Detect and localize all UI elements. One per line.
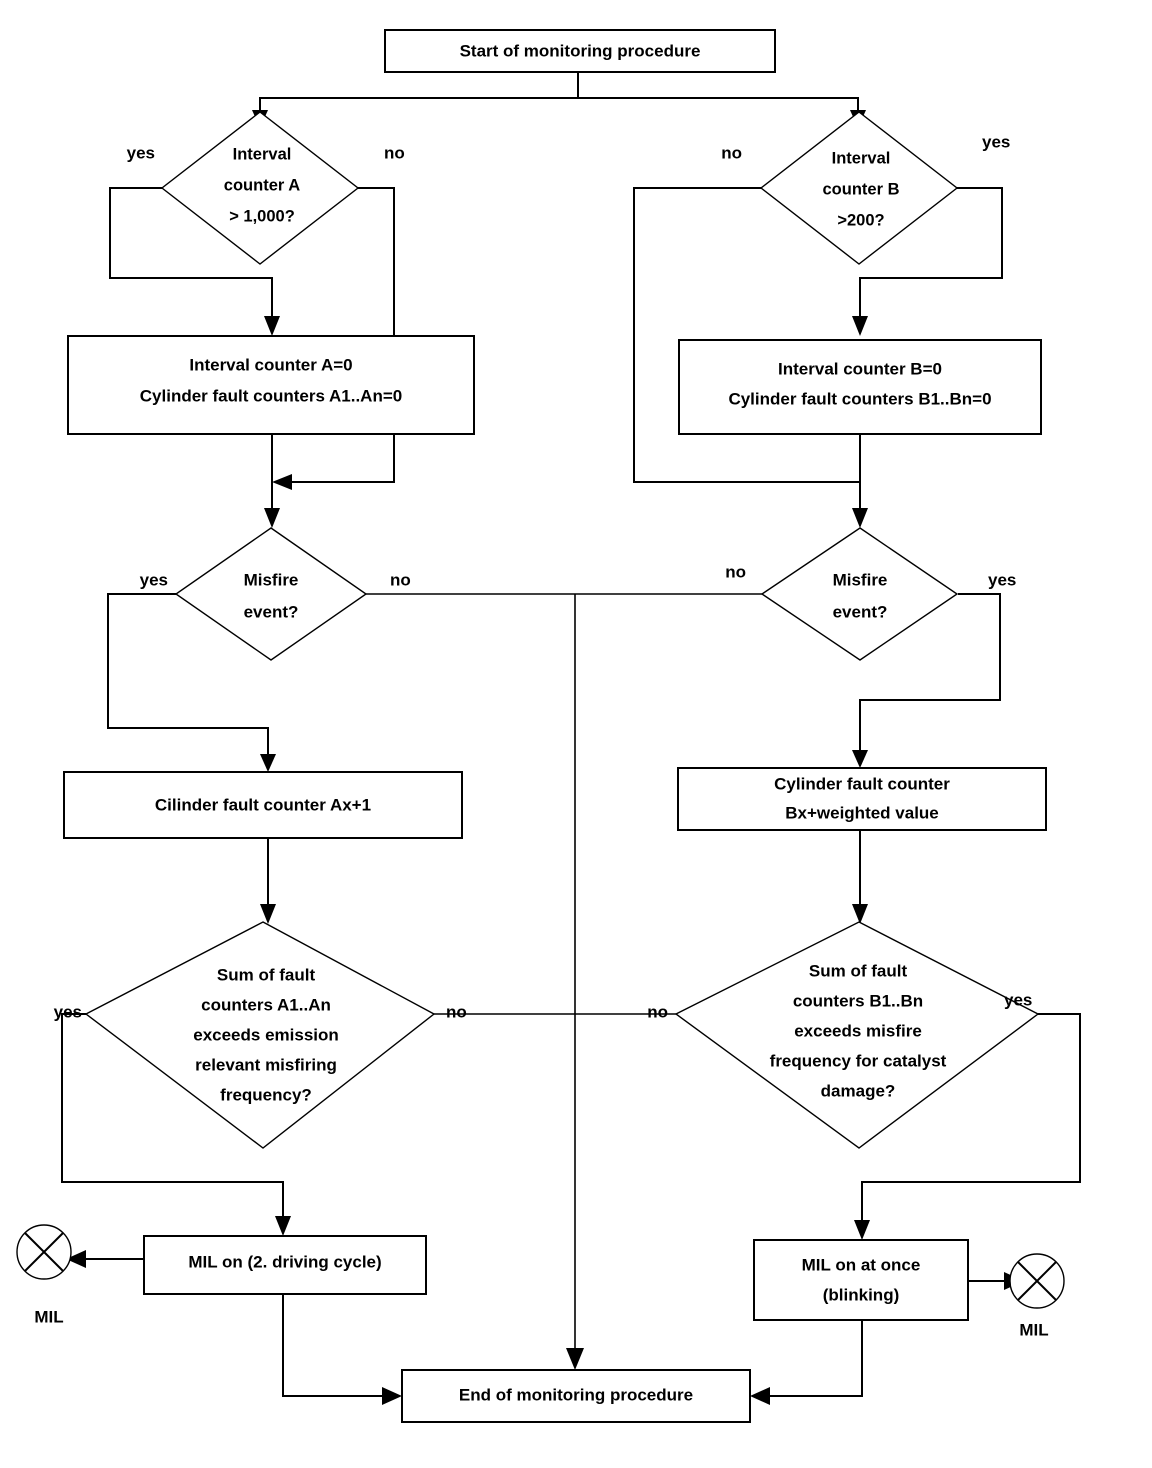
node-misfire-a-line2: event? bbox=[244, 602, 299, 621]
arrowhead-misfire-b bbox=[852, 508, 868, 528]
node-start[interactable]: Start of monitoring procedure bbox=[384, 29, 776, 73]
edge-misfire-b-yes bbox=[859, 593, 1001, 752]
node-interval-a-line3: > 1,000? bbox=[229, 207, 295, 225]
node-mil-on-at-once[interactable]: MIL on at once (blinking) bbox=[753, 1239, 969, 1321]
node-sum-a-line4: relevant misfiring bbox=[195, 1055, 337, 1074]
node-reset-b-line2: Cylinder fault counters B1..Bn=0 bbox=[728, 389, 991, 408]
node-sum-b-line5: damage? bbox=[821, 1081, 896, 1100]
edge-label-misfire-b-no: no bbox=[725, 562, 746, 581]
node-sum-fault-counters-b[interactable]: Sum of fault counters B1..Bn exceeds mis… bbox=[674, 921, 1040, 1149]
mil-lamp-left-icon bbox=[16, 1224, 72, 1280]
arrowhead-counter-b bbox=[852, 750, 868, 768]
arrowhead-mil-a bbox=[275, 1216, 291, 1236]
edge-interval-a-yes bbox=[109, 187, 273, 318]
edge-label-interval-b-no: no bbox=[721, 143, 742, 162]
edge-label-interval-a-no: no bbox=[384, 143, 405, 162]
edge-sum-a-yes bbox=[61, 1013, 284, 1218]
arrowhead-misfire-a bbox=[264, 508, 280, 528]
node-sum-a-line5: frequency? bbox=[220, 1085, 312, 1104]
edge-label-sum-a-no: no bbox=[446, 1002, 467, 1021]
node-fault-counter-b[interactable]: Cylinder fault counter Bx+weighted value bbox=[677, 767, 1047, 831]
node-interval-counter-a[interactable]: Interval counter A > 1,000? bbox=[160, 111, 360, 265]
edge-start-to-interval-b bbox=[578, 97, 859, 112]
arrowhead-end-left bbox=[382, 1387, 402, 1405]
arrowhead-reset-b bbox=[852, 316, 868, 336]
node-sum-a-line1: Sum of fault bbox=[217, 965, 316, 984]
node-interval-b-line1: Interval bbox=[832, 149, 891, 167]
node-mil-on-second-cycle[interactable]: MIL on (2. driving cycle) bbox=[143, 1235, 427, 1295]
node-sum-b-line3: exceeds misfire bbox=[794, 1021, 922, 1040]
node-sum-a-line2: counters A1..An bbox=[201, 995, 331, 1014]
node-sum-fault-counters-a[interactable]: Sum of fault counters A1..An exceeds emi… bbox=[84, 921, 436, 1149]
edge-start-to-interval-a bbox=[259, 72, 579, 112]
arrowhead-counter-a bbox=[260, 754, 276, 772]
arrowhead-join-a bbox=[272, 474, 292, 490]
edge-mil-a-to-end bbox=[282, 1294, 382, 1397]
node-end[interactable]: End of monitoring procedure bbox=[401, 1369, 751, 1423]
edge-label-sum-b-yes: yes bbox=[1004, 990, 1032, 1009]
node-sum-b-line4: frequency for catalyst bbox=[770, 1051, 947, 1070]
edge-misfire-a-yes bbox=[107, 593, 269, 756]
edge-label-misfire-b-yes: yes bbox=[988, 570, 1016, 589]
node-counter-a-label: Cilinder fault counter Ax+1 bbox=[155, 795, 371, 814]
arrowhead-lamp-left bbox=[66, 1250, 86, 1268]
edge-interval-b-no bbox=[633, 187, 860, 483]
node-interval-b-line3: >200? bbox=[837, 211, 884, 229]
arrowhead-sum-a bbox=[260, 904, 276, 924]
edge-label-interval-a-yes: yes bbox=[127, 143, 155, 162]
arrowhead-reset-a bbox=[264, 316, 280, 336]
node-reset-b-line1: Interval counter B=0 bbox=[778, 359, 942, 378]
node-mil-b-line1: MIL on at once bbox=[802, 1255, 921, 1274]
node-sum-b-line1: Sum of fault bbox=[809, 961, 908, 980]
arrowhead-sum-b bbox=[852, 904, 868, 924]
node-sum-b-line2: counters B1..Bn bbox=[793, 991, 923, 1010]
edge-sum-b-yes bbox=[861, 1013, 1081, 1222]
node-sum-a-line3: exceeds emission bbox=[193, 1025, 339, 1044]
arrowhead-end-right bbox=[750, 1387, 770, 1405]
edge-label-interval-b-yes: yes bbox=[982, 132, 1010, 151]
mil-lamp-right-icon bbox=[1009, 1253, 1065, 1309]
mil-lamp-left-caption: MIL bbox=[34, 1307, 63, 1326]
node-mil-b-line2: (blinking) bbox=[823, 1285, 899, 1304]
node-mil-a-label: MIL on (2. driving cycle) bbox=[188, 1252, 381, 1271]
node-reset-counters-b[interactable]: Interval counter B=0 Cylinder fault coun… bbox=[678, 339, 1042, 435]
node-misfire-event-a[interactable]: Misfire event? bbox=[174, 527, 368, 661]
node-interval-counter-b[interactable]: Interval counter B >200? bbox=[759, 111, 959, 265]
node-interval-b-line2: counter B bbox=[822, 180, 899, 198]
arrowhead-end-top bbox=[566, 1348, 584, 1370]
edge-mil-b-to-end bbox=[770, 1320, 863, 1397]
edge-label-sum-b-no: no bbox=[647, 1002, 668, 1021]
node-misfire-b-line2: event? bbox=[833, 602, 888, 621]
node-reset-a-line1: Interval counter A=0 bbox=[189, 355, 352, 374]
edge-label-misfire-a-yes: yes bbox=[140, 570, 168, 589]
connector-layer bbox=[61, 72, 1081, 1405]
node-misfire-a-line1: Misfire bbox=[244, 570, 299, 589]
node-counter-b-line1: Cylinder fault counter bbox=[774, 774, 950, 793]
node-start-label: Start of monitoring procedure bbox=[460, 41, 701, 60]
edge-label-misfire-a-no: no bbox=[390, 570, 411, 589]
node-misfire-b-line1: Misfire bbox=[833, 570, 888, 589]
node-counter-b-line2: Bx+weighted value bbox=[785, 803, 939, 822]
node-interval-a-line2: counter A bbox=[224, 176, 300, 194]
edge-label-sum-a-yes: yes bbox=[54, 1002, 82, 1021]
node-end-label: End of monitoring procedure bbox=[459, 1385, 693, 1404]
mil-lamp-right-caption: MIL bbox=[1019, 1320, 1048, 1339]
edge-interval-b-yes bbox=[859, 187, 1003, 318]
node-reset-a-line2: Cylinder fault counters A1..An=0 bbox=[140, 386, 402, 405]
node-fault-counter-a[interactable]: Cilinder fault counter Ax+1 bbox=[63, 771, 463, 839]
node-interval-a-line1: Interval bbox=[233, 145, 292, 163]
node-misfire-event-b[interactable]: Misfire event? bbox=[760, 527, 959, 661]
arrowhead-mil-b bbox=[854, 1220, 870, 1240]
node-reset-counters-a[interactable]: Interval counter A=0 Cylinder fault coun… bbox=[67, 335, 475, 435]
